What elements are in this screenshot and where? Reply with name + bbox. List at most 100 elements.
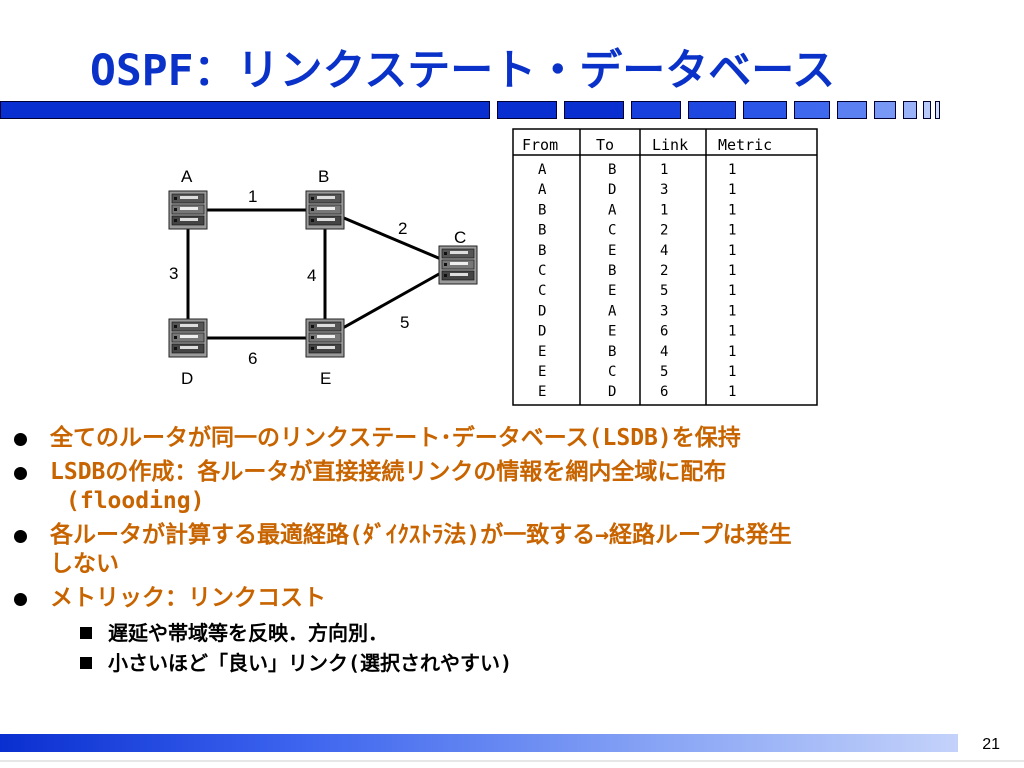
title-bar-segment (743, 101, 787, 119)
link-5 (324, 263, 456, 340)
table-header-cell: Link (652, 136, 688, 154)
bullet-item: 各ルータが計算する最適経路(ﾀﾞｲｸｽﾄﾗ法)が一致する→経路ループは発生 しな… (14, 521, 1014, 579)
table-cell: C (608, 223, 616, 239)
table-cell: B (608, 344, 616, 360)
table-cell: 1 (728, 324, 736, 340)
title-bar-segment (0, 101, 490, 119)
table-cell: E (608, 283, 616, 299)
table-cell: 1 (660, 202, 668, 218)
table-cell: B (538, 202, 546, 218)
table-cell: B (538, 243, 546, 259)
table-cell: 1 (728, 182, 736, 198)
table-cell: E (608, 243, 616, 259)
sub-bullet-text: 遅延や帯域等を反映．方向別． (108, 621, 388, 645)
bullet-item: メトリック：リンクコスト (14, 584, 1014, 613)
table-cell: D (538, 324, 546, 340)
router-d-icon (168, 318, 208, 358)
table-cell: 1 (728, 344, 736, 360)
table-cell: A (538, 162, 547, 178)
table-cell: E (538, 364, 546, 380)
bullet-item: LSDBの作成：各ルータが直接接続リンクの情報を網内全域に配布 (floodin… (14, 458, 1014, 516)
table-cell: 2 (660, 263, 668, 279)
node-label-d: D (181, 369, 193, 388)
square-bullet-icon (80, 657, 92, 669)
table-cell: 6 (660, 324, 668, 340)
table-cell: 5 (660, 283, 668, 299)
bullet-text: 各ルータが計算する最適経路(ﾀﾞｲｸｽﾄﾗ法)が一致する→経路ループは発生 (50, 522, 792, 548)
table-cell: E (538, 384, 546, 400)
title-bar-segment (688, 101, 736, 119)
title-bar-segment (903, 101, 917, 119)
router-a-icon (168, 190, 208, 230)
title-bar-segment (794, 101, 830, 119)
link-label-3: 3 (169, 264, 178, 283)
bullet-dot-icon (14, 593, 27, 606)
title-bar-segment (923, 101, 931, 119)
bullet-dot-icon (14, 530, 27, 543)
table-cell: 1 (728, 263, 736, 279)
page-number: 21 (982, 736, 1000, 753)
table-header-cell: To (596, 136, 614, 154)
table-cell: E (608, 324, 616, 340)
square-bullet-icon (80, 627, 92, 639)
node-label-c: C (454, 228, 466, 247)
link-label-1: 1 (248, 187, 257, 206)
link-label-5: 5 (400, 313, 409, 332)
title-bar-segment (631, 101, 681, 119)
table-cell: 1 (660, 162, 668, 178)
table-cell: 4 (660, 243, 668, 259)
table-cell: 1 (728, 162, 736, 178)
title-decor-bar (0, 101, 950, 123)
bullet-dot-icon (14, 433, 27, 446)
table-cell: 1 (728, 303, 736, 319)
bullet-text: LSDBの作成：各ルータが直接接続リンクの情報を網内全域に配布 (50, 459, 727, 485)
sub-bullet-text: 小さいほど「良い」リンク(選択されやすい) (108, 651, 513, 675)
title-bar-segment (497, 101, 557, 119)
table-cell: 6 (660, 384, 668, 400)
table-cell: E (538, 344, 546, 360)
table-cell: C (608, 364, 616, 380)
router-c-icon (438, 245, 478, 285)
table-cell: A (538, 182, 547, 198)
bullet-item: 全てのルータが同一のリンクステート･データベース(LSDB)を保持 (14, 424, 1014, 453)
table-cell: D (608, 182, 616, 198)
network-diagram: A B C D E 1 2 3 4 5 6 (168, 167, 478, 388)
table-header-cell: Metric (718, 136, 772, 154)
node-label-a: A (181, 167, 193, 186)
table-cell: 1 (728, 384, 736, 400)
table-cell: D (608, 384, 616, 400)
link-label-6: 6 (248, 349, 257, 368)
table-cell: 3 (660, 182, 668, 198)
title-bar-segment (837, 101, 867, 119)
link-2 (324, 208, 456, 267)
bullet-text-continued: (flooding) (66, 488, 205, 514)
table-cell: B (608, 263, 616, 279)
footer-gradient-bar (0, 734, 958, 752)
link-label-2: 2 (398, 219, 407, 238)
table-cell: 1 (728, 243, 736, 259)
title-bar-segment (874, 101, 896, 119)
slide-title: OSPF：リンクステート・データベース (90, 46, 836, 96)
table-cell: B (538, 223, 546, 239)
router-b-icon (305, 190, 345, 230)
node-label-e: E (320, 369, 331, 388)
bullet-list: 全てのルータが同一のリンクステート･データベース(LSDB)を保持 LSDBの作… (14, 424, 1014, 678)
link-label-4: 4 (307, 266, 316, 285)
node-label-b: B (318, 167, 329, 186)
footer-divider (0, 760, 1024, 762)
table-cell: B (608, 162, 616, 178)
bullet-text: 全てのルータが同一のリンクステート･データベース(LSDB)を保持 (50, 425, 741, 451)
bullet-dot-icon (14, 467, 27, 480)
table-cell: 3 (660, 303, 668, 319)
table-cell: 1 (728, 202, 736, 218)
table-cell: 2 (660, 223, 668, 239)
table-cell: C (538, 263, 546, 279)
table-cell: 4 (660, 344, 668, 360)
title-bar-segment (935, 101, 940, 119)
table-cell: 1 (728, 283, 736, 299)
table-cell: 1 (728, 364, 736, 380)
table-cell: C (538, 283, 546, 299)
router-e-icon (305, 318, 345, 358)
title-bar-segment (564, 101, 624, 119)
